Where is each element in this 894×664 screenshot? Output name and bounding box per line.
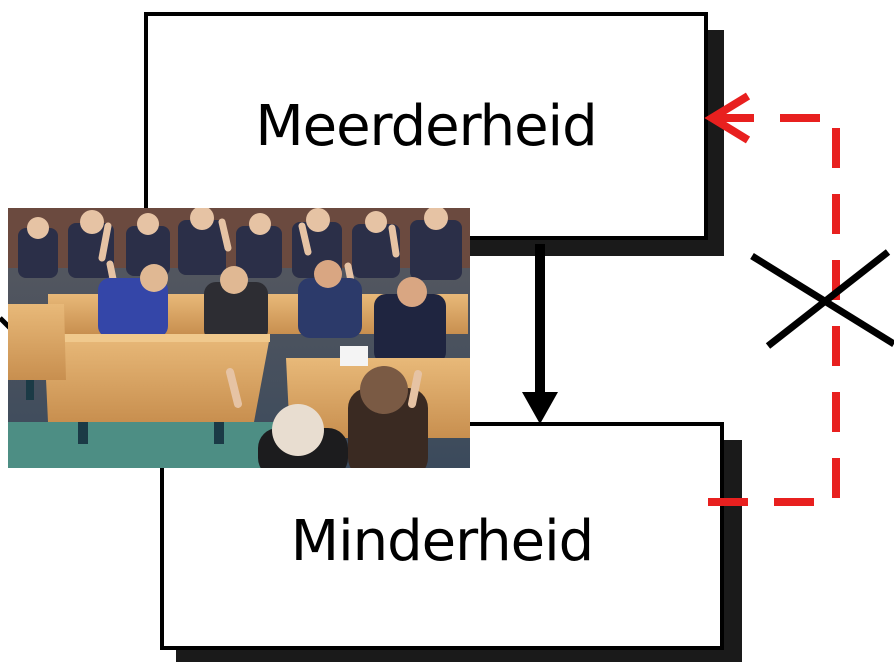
minority-label: Minderheid — [290, 508, 594, 574]
cross-icon — [750, 249, 894, 349]
down-arrow — [522, 244, 558, 424]
majority-box: Meerderheid — [144, 12, 708, 240]
parliament-vote-photo — [8, 208, 470, 468]
majority-label: Meerderheid — [255, 93, 597, 159]
feedback-arrow-dashed — [704, 92, 840, 506]
